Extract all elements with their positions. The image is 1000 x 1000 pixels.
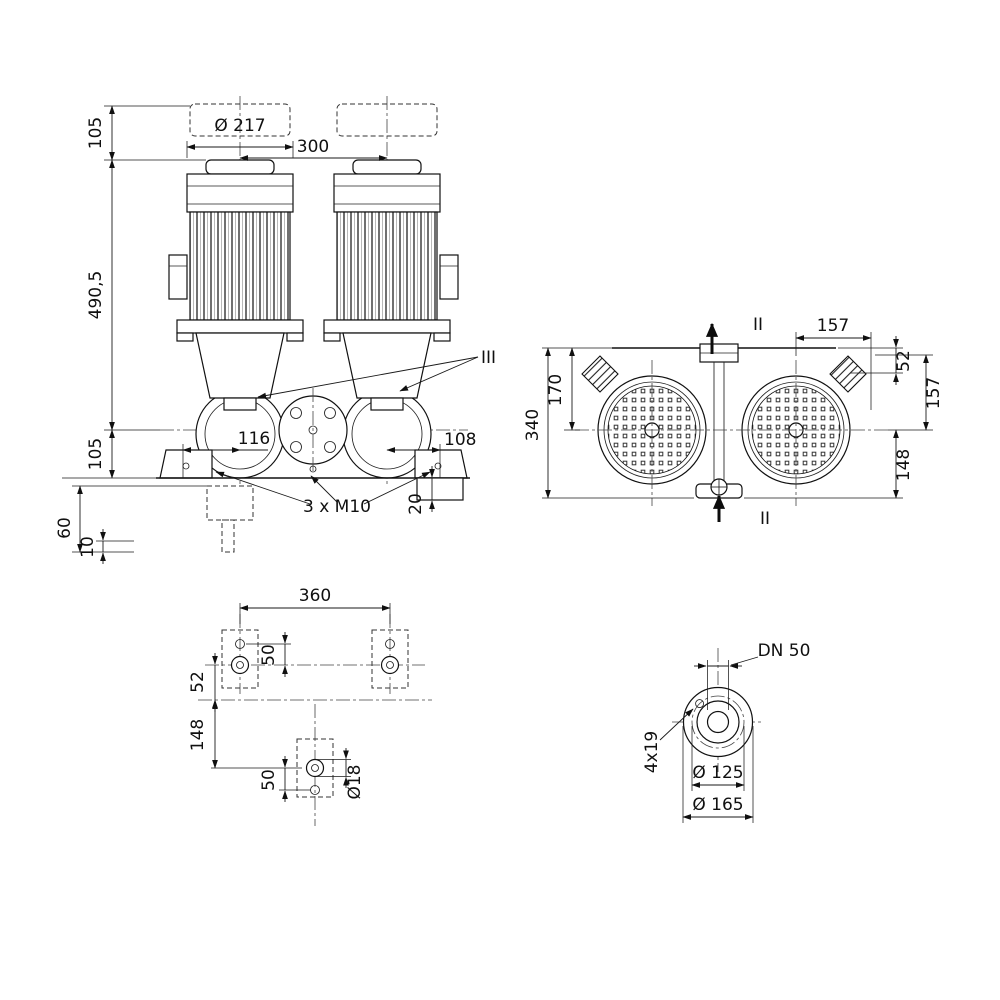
discharge-flange	[278, 388, 348, 472]
dim-flange-dia-125: Ø 125	[692, 763, 743, 783]
terminal-box-front-left	[168, 254, 188, 300]
label-front-iii: III	[481, 348, 496, 368]
lantern-right	[342, 332, 432, 399]
front-dimensions: Ø 217 300 105 490,5 105 116 108	[55, 105, 496, 564]
anchor-bolt-dashed	[221, 519, 235, 553]
dim-front-108: 108	[444, 430, 476, 450]
clearance-box-left	[189, 103, 291, 137]
foundation-pad-upper-left	[221, 629, 259, 689]
top-view: II II 157 52 157 340	[523, 315, 944, 529]
dim-flange-dia-165: Ø 165	[692, 795, 743, 815]
dim-front-dia-217: Ø 217	[214, 116, 265, 136]
plan-dimensions: 360 50 52 148 50	[188, 586, 391, 802]
dim-top-170: 170	[546, 374, 566, 406]
plan-view: 360 50 52 148 50	[188, 586, 432, 826]
front-view: Ø 217 300 105 490,5 105 116 108	[55, 96, 496, 564]
dim-front-20: 20	[406, 493, 426, 515]
label-section-ii-top: II	[753, 315, 763, 335]
dim-plan-148: 148	[188, 719, 208, 751]
dim-top-340: 340	[523, 409, 543, 441]
motor-fins-left	[189, 211, 291, 321]
dim-plan-52: 52	[188, 671, 208, 693]
terminal-box-front-right	[439, 254, 459, 300]
dim-front-10: 10	[78, 536, 98, 558]
flange-bolt-circle	[691, 695, 745, 749]
dim-plan-360: 360	[299, 586, 331, 606]
dim-top-157-top: 157	[817, 316, 849, 336]
pump-feet	[156, 449, 470, 553]
dim-front-105-top: 105	[86, 117, 106, 149]
seal-right	[370, 397, 404, 411]
dim-front-105-bottom: 105	[86, 438, 106, 470]
label-flange-dn50: DN 50	[758, 641, 811, 661]
dim-top-148: 148	[894, 449, 914, 481]
flange-dimensions: DN 50 4x19 Ø 125 Ø 165	[642, 641, 810, 823]
lantern-left	[195, 332, 285, 399]
dim-front-3xm10: 3 x M10	[303, 497, 371, 517]
motor-left	[168, 159, 304, 411]
dim-top-52: 52	[894, 350, 914, 372]
dim-front-116: 116	[238, 429, 270, 449]
dim-flange-4x19: 4x19	[642, 731, 662, 774]
motor-right	[323, 159, 459, 411]
foundation-pad-upper-right	[371, 629, 409, 689]
dim-front-490-5: 490,5	[86, 271, 106, 320]
motor-fins-right	[336, 211, 438, 321]
terminal-box-top-right	[829, 355, 867, 393]
label-section-ii-bottom: II	[760, 509, 770, 529]
dim-plan-50-top: 50	[259, 644, 279, 666]
flange-view: DN 50 4x19 Ø 125 Ø 165	[642, 641, 810, 823]
seal-left	[223, 397, 257, 411]
dim-plan-50-bottom: 50	[259, 769, 279, 791]
terminal-box-top-left	[581, 355, 619, 393]
dim-front-300: 300	[297, 137, 329, 157]
dim-plan-dia-18: Ø18	[345, 764, 365, 799]
clearance-box-right	[336, 103, 438, 137]
flange-bolt-hole	[695, 699, 705, 709]
dim-front-60: 60	[55, 517, 75, 539]
top-dimensions: 157 52 157 340 170 148	[523, 316, 944, 499]
dim-top-157-right: 157	[924, 377, 944, 409]
